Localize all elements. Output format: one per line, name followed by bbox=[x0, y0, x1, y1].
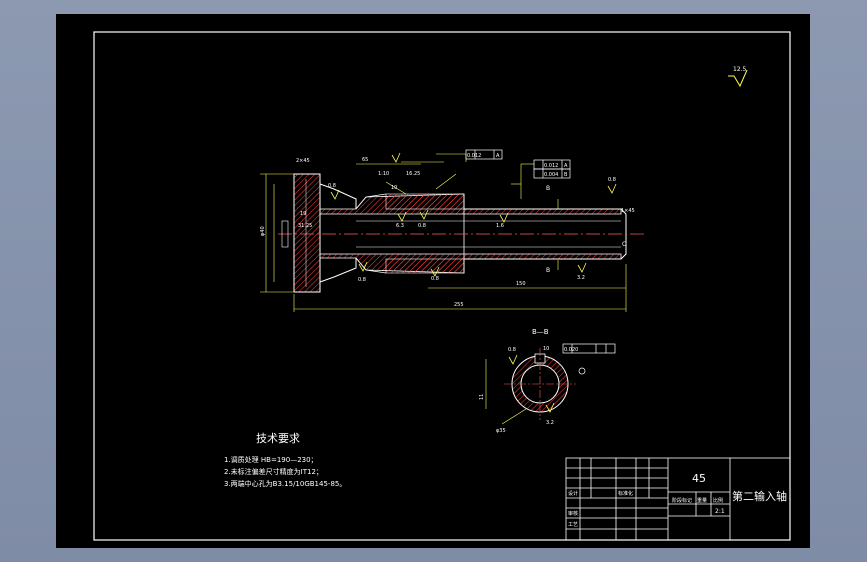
dim-1-10: 1:10 bbox=[378, 171, 389, 177]
standard-label: 标准化 bbox=[618, 490, 633, 497]
section-ra-2: 3.2 bbox=[546, 420, 554, 426]
tol-value-1: 0.012 bbox=[467, 153, 481, 159]
dim-length-150: 150 bbox=[516, 281, 526, 287]
inner-frame bbox=[93, 31, 791, 541]
upper-wall-section bbox=[319, 193, 622, 215]
title-block bbox=[565, 457, 791, 541]
tech-req-item-1: 1.调质处理 HB=190—230； bbox=[224, 455, 318, 464]
section-key-width: 10 bbox=[543, 346, 549, 352]
tech-req-item-2: 2.未标注偏差尺寸精度为IT12； bbox=[224, 467, 323, 476]
stage-mark-label: 阶段标记 bbox=[672, 497, 692, 504]
technical-requirements: 技术要求 1.调质处理 HB=190—230； 2.未标注偏差尺寸精度为IT12… bbox=[224, 432, 346, 488]
process-label: 工艺 bbox=[568, 522, 578, 528]
ra-0-8-a: 0.8 bbox=[328, 183, 336, 189]
dim-16-25: 16.25 bbox=[406, 171, 420, 177]
ra-0-8-c: 0.8 bbox=[418, 223, 426, 229]
ra-0-8-b: 0.8 bbox=[358, 277, 366, 283]
dim-chamfer: 2×45 bbox=[296, 158, 310, 164]
datum-c-marker: C bbox=[622, 241, 626, 248]
shaft-main-view bbox=[278, 173, 646, 293]
main-view-labels: 255 150 65 2×45 1×45 19 31.25 10 1:10 16… bbox=[260, 153, 635, 308]
tolerance-frames bbox=[465, 149, 616, 354]
material-label: 45 bbox=[692, 472, 706, 485]
tech-req-heading: 技术要求 bbox=[256, 432, 300, 445]
ra-0-8-e: 0.8 bbox=[608, 177, 616, 183]
dim-length-65: 65 bbox=[362, 157, 368, 163]
part-title: 第二输入轴 bbox=[732, 489, 787, 503]
tol-value-3: 0.004 bbox=[544, 172, 558, 178]
roughness-marks bbox=[330, 152, 617, 277]
scale-value: 2:1 bbox=[715, 508, 725, 515]
ra-6-3: 6.3 bbox=[396, 223, 404, 229]
section-mark-bottom: B bbox=[546, 267, 550, 274]
tol-datum-2: A bbox=[564, 163, 568, 169]
dim-10: 10 bbox=[391, 185, 397, 191]
dim-31-25: 31.25 bbox=[298, 223, 312, 229]
dim-chamfer-right: 1×45 bbox=[621, 208, 635, 214]
section-title: B—B bbox=[532, 328, 549, 336]
designer-label: 设计 bbox=[568, 490, 578, 497]
ratio-label: 比例 bbox=[713, 497, 723, 504]
title-block-text: 45 第二输入轴 比例 2:1 阶段标记 重量 设计 审核 工艺 标准化 bbox=[568, 472, 787, 528]
tol-datum-3: B bbox=[564, 172, 568, 178]
flange-section bbox=[293, 173, 321, 293]
section-b-b: B—B 0.8 3.2 10 0.020 11 φ35 bbox=[479, 328, 586, 434]
cad-viewport[interactable]: 12.5 bbox=[56, 14, 810, 548]
drawing-sheet: 12.5 bbox=[93, 31, 791, 541]
ra-0-8-d: 0.8 bbox=[431, 276, 439, 282]
dim-overall-length: 255 bbox=[454, 302, 464, 308]
ra-3-2: 3.2 bbox=[577, 275, 585, 281]
dim-flange-dia: φ40 bbox=[260, 226, 266, 236]
tol-value-2: 0.012 bbox=[544, 163, 558, 169]
tech-req-item-3: 3.两端中心孔为B3.15/10GB145-85。 bbox=[224, 479, 346, 488]
section-mark-top: B bbox=[546, 185, 550, 192]
tol-datum-1: A bbox=[496, 153, 500, 159]
section-tol-value: 0.020 bbox=[564, 347, 578, 353]
checker-label: 审核 bbox=[568, 510, 578, 517]
roughness-value: 12.5 bbox=[733, 66, 747, 73]
weight-label: 重量 bbox=[697, 497, 707, 504]
ra-1-6-a: 1.6 bbox=[496, 223, 504, 229]
section-ra-1: 0.8 bbox=[508, 347, 516, 353]
dimension-lines bbox=[260, 153, 627, 312]
lower-wall-section bbox=[319, 253, 622, 274]
section-diameter: φ35 bbox=[496, 428, 506, 434]
roughness-symbol-general: 12.5 bbox=[728, 66, 748, 88]
section-depth: 11 bbox=[479, 394, 485, 400]
dim-19: 19 bbox=[300, 211, 306, 217]
